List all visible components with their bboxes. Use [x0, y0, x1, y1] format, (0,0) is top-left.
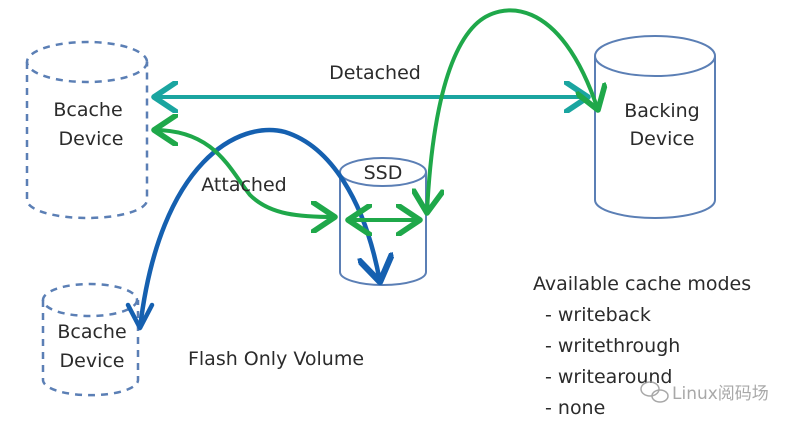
backing-device-label-line1: Backing — [624, 100, 700, 122]
attached-arrow — [154, 130, 335, 217]
ssd-backing-arrow — [427, 8, 598, 213]
cache-mode-item: - writearound — [545, 366, 672, 388]
bcache-device-bottom: Bcache Device — [41, 282, 140, 397]
attached-label: Attached — [201, 174, 286, 196]
ssd-label: SSD — [364, 162, 403, 184]
bcache-device-top: Bcache Device — [25, 40, 149, 220]
cache-mode-item: - none — [545, 397, 605, 419]
bcache-device-top-label-line1: Bcache — [53, 99, 122, 121]
watermark-text: Linux阅码场 — [672, 384, 769, 404]
cache-modes-title: Available cache modes — [533, 273, 751, 295]
cache-mode-item: - writeback — [545, 304, 651, 326]
bcache-device-bottom-label-line2: Device — [60, 350, 125, 372]
flash-only-volume-label: Flash Only Volume — [188, 348, 364, 370]
detached-label: Detached — [329, 62, 421, 84]
cache-modes-list: Available cache modes - writeback - writ… — [533, 273, 751, 419]
wechat-icon — [640, 381, 669, 403]
bcache-device-top-label-line2: Device — [59, 128, 124, 150]
flash-only-arrowhead-bottom — [125, 302, 155, 331]
backing-device-label-line2: Device — [630, 128, 695, 150]
cache-mode-item: - writethrough — [545, 335, 680, 357]
backing-device: Backing Device — [594, 35, 716, 219]
watermark: Linux阅码场 — [640, 381, 769, 404]
bcache-device-bottom-label-line1: Bcache — [57, 321, 126, 343]
